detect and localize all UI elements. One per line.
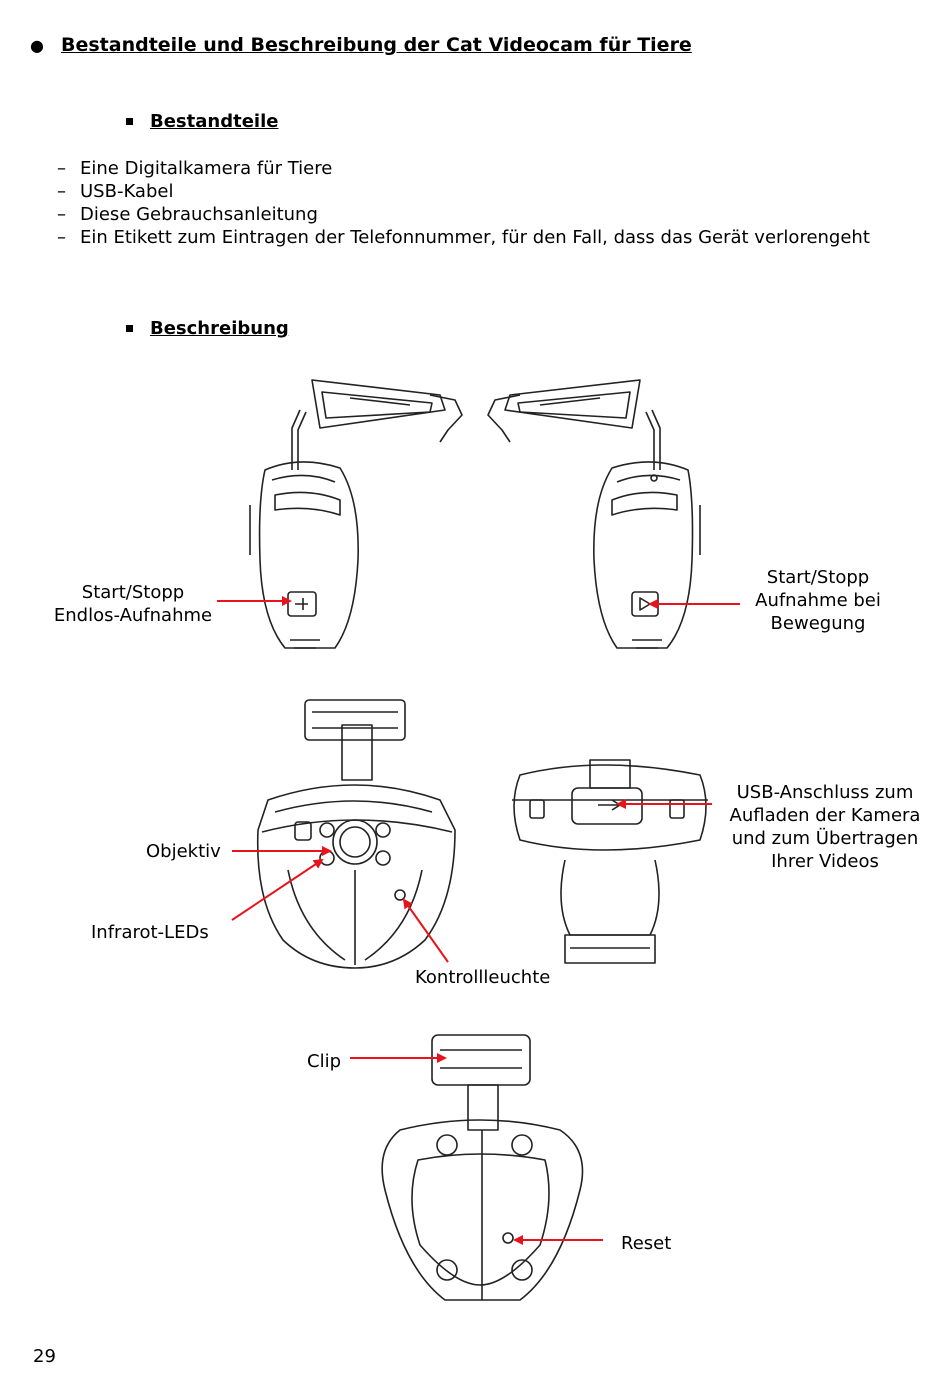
heading-bullet: ● bbox=[30, 35, 44, 55]
square-bullet-icon bbox=[126, 118, 133, 125]
page-number: 29 bbox=[33, 1346, 56, 1367]
camera-usb-view-illustration bbox=[512, 759, 708, 964]
label-indicator: Kontrollleuchte bbox=[415, 967, 551, 988]
camera-side-left-illustration bbox=[249, 379, 463, 649]
parts-list: –Eine Digitalkamera für Tiere –USB-Kabel… bbox=[57, 157, 905, 249]
section-title: Bestandteile bbox=[150, 111, 279, 132]
arrow-indicator bbox=[402, 898, 449, 963]
list-item: –Diese Gebrauchsanleitung bbox=[57, 204, 318, 225]
camera-side-right-illustration bbox=[487, 379, 701, 649]
section-beschreibung-heading: Beschreibung bbox=[126, 318, 289, 339]
label-start-motion: Start/Stopp Aufnahme bei Bewegung bbox=[755, 567, 881, 634]
label-lens: Objektiv bbox=[146, 841, 221, 862]
label-reset: Reset bbox=[621, 1233, 672, 1254]
main-heading: ● Bestandteile und Beschreibung der Cat … bbox=[30, 34, 692, 56]
list-item: –USB-Kabel bbox=[57, 181, 174, 202]
heading-title: Bestandteile und Beschreibung der Cat Vi… bbox=[61, 34, 692, 56]
label-start-loop: Start/Stopp Endlos-Aufnahme bbox=[53, 582, 213, 626]
section-bestandteile-heading: Bestandteile bbox=[126, 111, 278, 132]
square-bullet-icon bbox=[126, 325, 133, 332]
camera-back-illustration bbox=[381, 1034, 584, 1301]
list-item: –Ein Etikett zum Eintragen der Telefonnu… bbox=[57, 227, 870, 248]
arrow-ir-leds bbox=[231, 858, 324, 921]
camera-front-illustration bbox=[256, 699, 456, 969]
section-title: Beschreibung bbox=[150, 318, 289, 339]
label-clip: Clip bbox=[307, 1051, 341, 1072]
label-usb: USB-Anschluss zum Aufladen der Kamera un… bbox=[729, 782, 921, 872]
list-item: –Eine Digitalkamera für Tiere bbox=[57, 158, 333, 179]
label-ir-leds: Infrarot-LEDs bbox=[91, 922, 209, 943]
callout-arrows bbox=[217, 596, 740, 1245]
